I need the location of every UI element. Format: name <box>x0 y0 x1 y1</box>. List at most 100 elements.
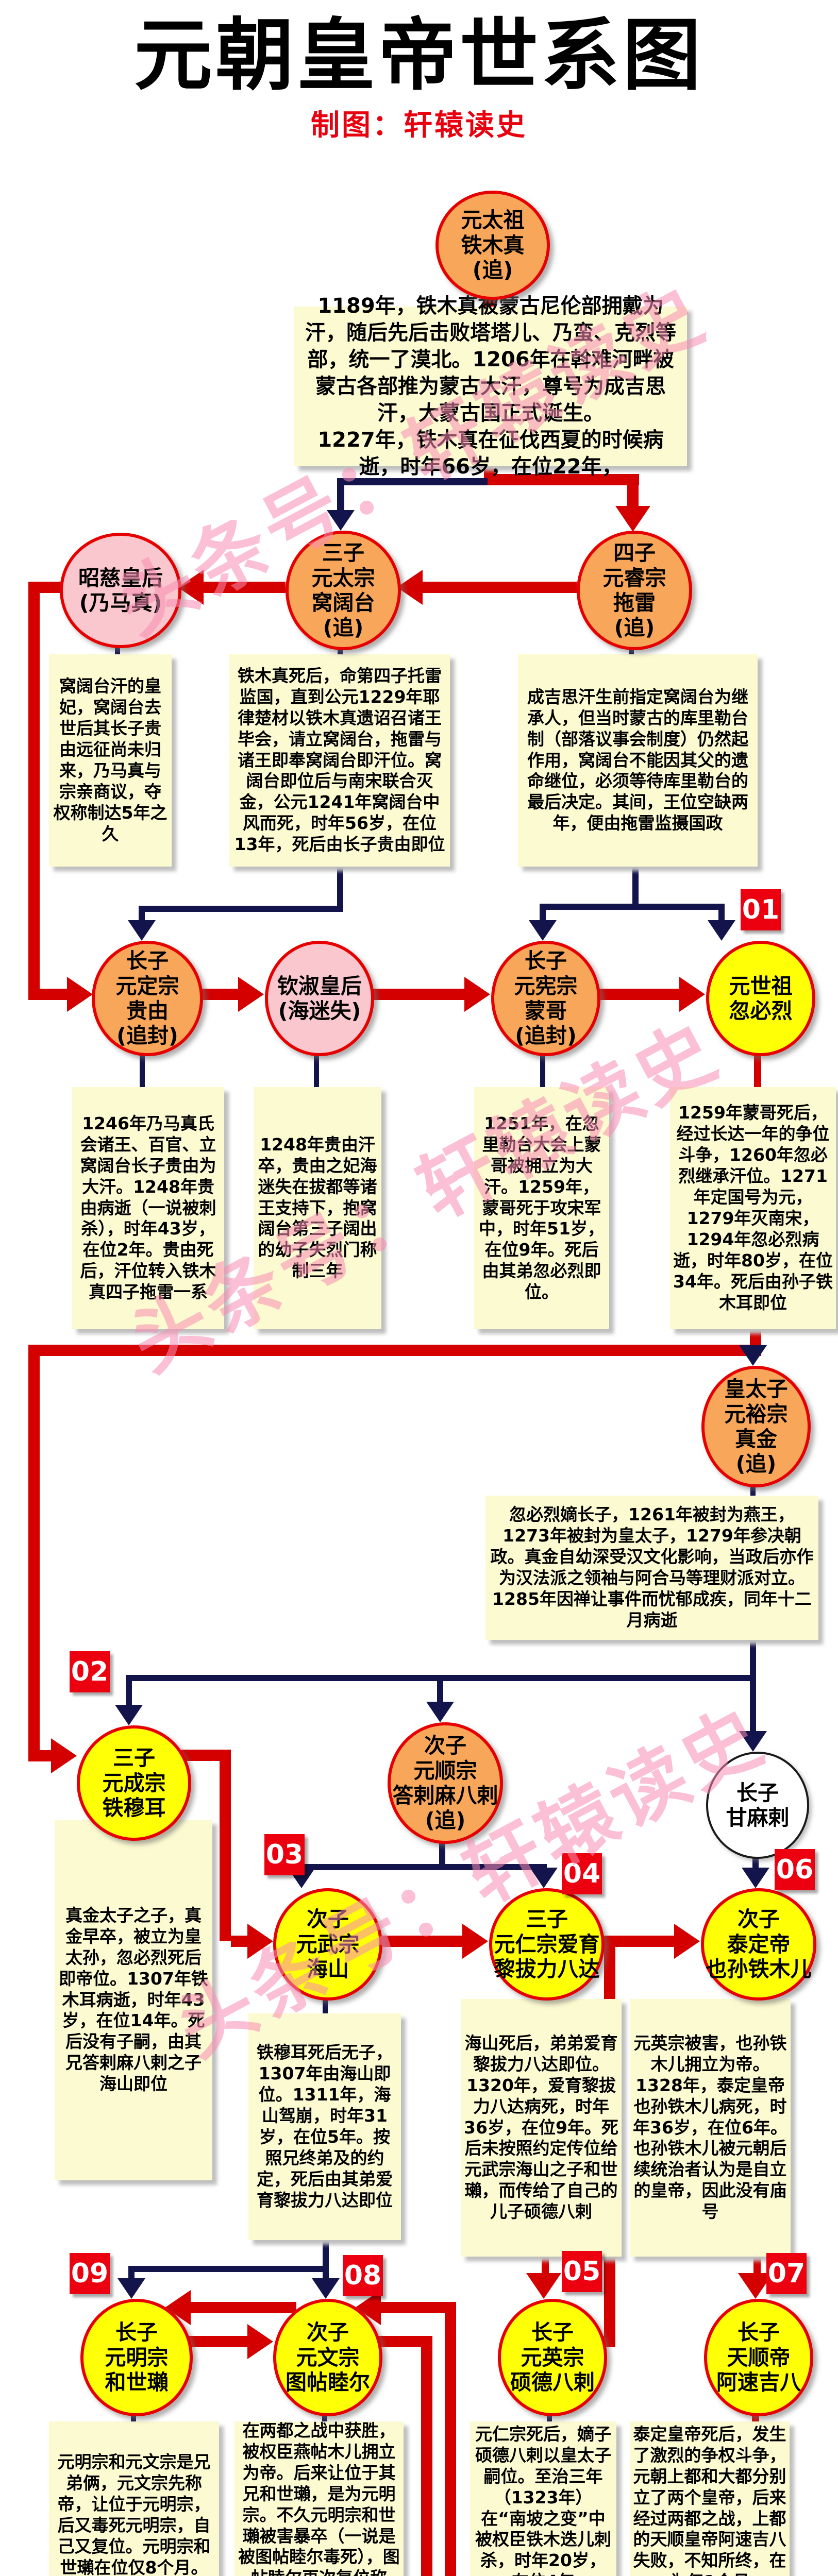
edge-ayur-shide-drop <box>542 2257 549 2274</box>
note-text: 忽必烈嫡长子，1261年被封为燕王，1273年被封为皇太子，1279年参决朝政。… <box>490 1504 814 1630</box>
badge-03: 03 <box>264 1834 305 1875</box>
note-text: 泰定皇帝死后，发生了激烈的争权斗争，元朝上都和大都分别立了两个皇帝，后来经过两都… <box>633 2424 786 2576</box>
arrow-lineage-guyu <box>128 920 156 941</box>
edge-left-to-temur <box>40 1750 52 1761</box>
node-label: 三子 元成宗 铁穆耳 <box>102 1745 166 1821</box>
node-yuan-wenzong: 次子 元文宗 图帖睦尔 <box>273 2299 382 2416</box>
edge-zhenjin-gammala-drop <box>750 1675 756 1732</box>
arrow-lineage-kusala <box>118 2278 145 2299</box>
arrow-into-haishan <box>247 1924 273 1959</box>
node-label: 三子 元太宗 窝阔台 (追) <box>311 540 375 640</box>
edge-haishan-box-down <box>323 2240 329 2266</box>
note-text: 1189年，铁木真被蒙古尼伦部拥戴为汗，随后先后击败塔塔儿、乃蛮、克烈等部，统一… <box>305 294 676 479</box>
node-label: 次子 元武宗 海山 <box>296 1907 360 1982</box>
node-yuan-mingzong: 长子 元明宗 和世瓎 <box>80 2299 193 2416</box>
badge-number: 02 <box>71 1656 109 1687</box>
page-title: 元朝皇帝世系图 <box>134 10 704 101</box>
edge-tolui-mongke-drop <box>540 904 546 921</box>
edge-tugh-rincen-vert <box>421 2336 432 2576</box>
node-yuan-xianzong: 长子 元宪宗 蒙哥 (追封) <box>491 941 600 1056</box>
arrow-to-tolui <box>615 506 650 532</box>
note-tolui: 成吉思汗生前指定窝阔台为继承人，但当时蒙古的库里勒台制（部落议事会制度）仍然起作… <box>518 654 758 867</box>
node-empress-haimishi: 钦淑皇后 (海迷失) <box>265 941 374 1056</box>
badge-number: 05 <box>563 2256 601 2287</box>
note-temur: 真金太子之子，真金早卒，被立为皇太孙，忽必烈死后即帝位。1307年铁木耳病逝，时… <box>55 1820 212 2180</box>
note-text: 成吉思汗生前指定窝阔台为继承人，但当时蒙古的库里勒台制（部落议事会制度）仍然起作… <box>527 686 748 834</box>
note-ogedei: 铁木真死后，命第四子托雷监国，直到公元1229年耶律楚材以铁木真遗诏召诸王毕会，… <box>229 654 450 867</box>
note-text: 1246年乃马真氏会诸王、百官、立窝阔台长子贵由为大汗。1248年贵由病逝（一说… <box>80 1113 216 1302</box>
note-text: 1248年贵由汗卒，贵由之妃海迷失在拔都等诸王支持下，抱窝阔台第三子阔出的幼子失… <box>258 1134 377 1281</box>
node-label: 长子 元明宗 和世瓎 <box>105 2320 169 2395</box>
arrow-into-kublai <box>679 977 705 1012</box>
stem-mongke <box>540 1050 545 1087</box>
note-text: 铁木真死后，命第四子托雷监国，直到公元1229年耶律楚材以铁木真遗诏召诸王毕会，… <box>234 665 445 855</box>
note-text: 1251年，在忽里勒台大会上蒙哥被拥立为大汗。1259年，蒙哥死于攻宋军中，时年… <box>479 1113 605 1302</box>
node-label: 长子 甘麻剌 <box>726 1780 790 1830</box>
edge-zhenjin-temur-drop <box>126 1675 132 1706</box>
node-yuan-ruizong: 四子 元睿宗 拖雷 (追) <box>577 531 692 650</box>
note-kublai: 1259年蒙哥死后，经过长达一年的争位斗争，1260年忽必烈继承汗位。1271年… <box>670 1087 836 1329</box>
edge-haishan-sons-horiz <box>128 2266 329 2272</box>
badge-number: 04 <box>563 1858 601 1889</box>
edge-to-tolui <box>627 474 639 508</box>
badge-08: 08 <box>343 2255 383 2296</box>
stem-darmabala-down <box>439 1838 445 1864</box>
note-zhenjin: 忽必烈嫡长子，1261年被封为燕王，1273年被封为皇太子，1279年参决朝政。… <box>485 1496 818 1640</box>
stem-haimishi <box>314 1050 319 1087</box>
edge-haishan-kusala-drop <box>128 2266 135 2279</box>
edge-temur-out <box>179 1750 231 1761</box>
node-empress-naimazhen: 昭慈皇后 (乃马真) <box>60 533 181 648</box>
edge-left-drop-2 <box>28 1345 40 1761</box>
arrow-lineage-zhenjin <box>739 1345 767 1366</box>
badge-05: 05 <box>562 2251 602 2292</box>
badge-07: 07 <box>766 2253 807 2294</box>
stem-zhenjin <box>750 1482 756 1496</box>
edge-tolui-ogedei <box>423 582 577 593</box>
edge-kublai-horiz <box>28 1345 761 1356</box>
stem-haishan <box>323 1994 328 2013</box>
node-gammala: 长子 甘麻剌 <box>706 1752 809 1859</box>
edge-darmabala-sons-horiz <box>298 1864 547 1870</box>
arrow-lineage-gammala <box>739 1731 767 1752</box>
edge-kusala-tugh <box>184 2336 248 2347</box>
node-yuan-shizu: 元世祖 忽必烈 <box>706 941 815 1056</box>
node-tianshun-emperor: 长子 天顺帝 阿速吉八 <box>704 2299 813 2416</box>
node-yuan-taizu: 元太祖 铁木真 (追) <box>435 191 550 300</box>
badge-04: 04 <box>562 1853 602 1894</box>
arrow-into-naimazhen <box>178 570 204 605</box>
note-taizu: 1189年，铁木真被蒙古尼伦部拥戴为汗，随后先后击败塔塔儿、乃蛮、克烈等部，统一… <box>294 294 687 479</box>
note-ayur: 海山死后，弟弟爱育黎拔力八达即位。1320年，爱育黎拔力八达病死，时年36岁，在… <box>461 1999 622 2257</box>
arrow-lineage-kublai <box>708 920 735 941</box>
badge-number: 07 <box>767 2258 806 2289</box>
node-yuan-dingzong: 长子 元定宗 贵由 (追封) <box>92 941 203 1056</box>
badge-number: 08 <box>344 2260 382 2291</box>
node-yuan-chengzong: 三子 元成宗 铁穆耳 <box>77 1725 191 1841</box>
edge-split-right <box>484 474 639 485</box>
edge-taiding-asujiba-drop <box>753 2257 761 2274</box>
note-text: 1259年蒙哥死后，经过长达一年的争位斗争，1260年忽必烈继承汗位。1271年… <box>673 1103 833 1313</box>
edge-zhenjin-box-down <box>750 1640 756 1675</box>
arrow-into-guyu <box>67 977 93 1012</box>
badge-02: 02 <box>70 1651 110 1692</box>
edge-zhenjin-darmabala-drop <box>437 1675 443 1703</box>
edge-mongke-kublai <box>594 989 679 1000</box>
edge-shide-taiding-horiz <box>615 1936 675 1947</box>
edge-ogedei-guyu-horiz <box>139 906 343 912</box>
edge-tugh-out <box>375 2336 432 2347</box>
note-text: 元仁宗死后，嫡子硕德八剌以皇太子嗣位。至治三年（1323年）在“南坡之变”中被权… <box>475 2424 611 2576</box>
arrow-into-ayur <box>462 1924 488 1959</box>
node-label: 三子 元仁宗爱育 黎拔力八达 <box>494 1907 600 1982</box>
node-label: 长子 元英宗 硕德八剌 <box>510 2320 595 2395</box>
node-yuan-renzong: 三子 元仁宗爱育 黎拔力八达 <box>489 1888 605 2001</box>
node-label: 昭慈皇后 (乃马真) <box>78 565 163 615</box>
node-label: 次子 元顺宗 答剌麻八剌 (追) <box>392 1733 498 1833</box>
node-yuan-shunzong: 次子 元顺宗 答剌麻八剌 (追) <box>388 1722 503 1844</box>
note-tugh: 在两都之战中获胜，被权臣燕帖木儿拥立为帝。后来让位于其兄和世瓎，是为元明宗。不久… <box>234 2420 404 2576</box>
note-naimazhen: 窝阔台汗的皇妃，窝阔台去世后其长子贵由远征尚未归来，乃马真与宗亲商议，夺权称制达… <box>49 654 172 867</box>
badge-number: 01 <box>742 894 780 925</box>
edge-tolui-sons-horiz <box>540 904 725 910</box>
badge-09: 09 <box>70 2253 110 2294</box>
note-asujiba: 泰定皇帝死后，发生了激烈的争权斗争，元朝上都和大都分别立了两个皇帝，后来经过两都… <box>630 2421 790 2576</box>
edge-left-to-guyu <box>28 989 67 1000</box>
edge-ogedei-box-down <box>337 867 343 906</box>
